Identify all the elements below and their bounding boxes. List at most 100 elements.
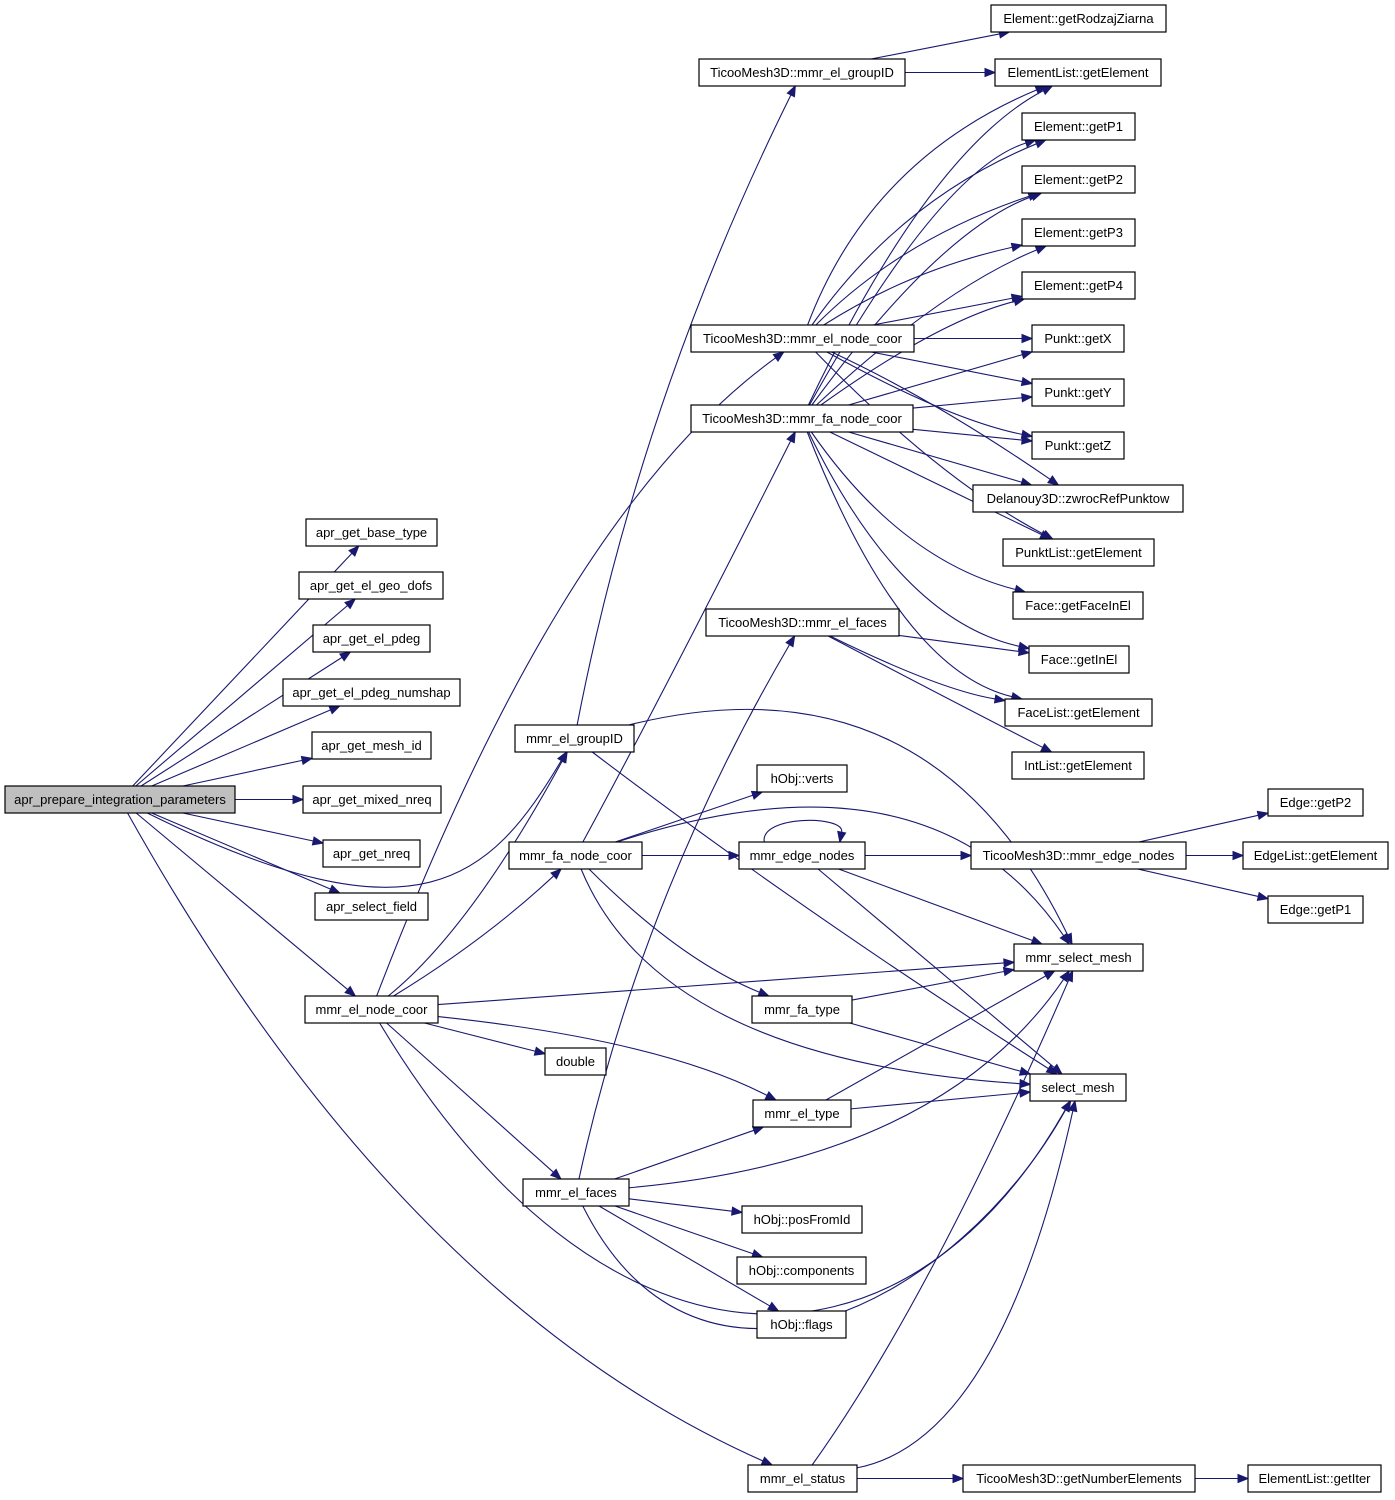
node-punkt-getz[interactable]: Punkt::getZ bbox=[1031, 431, 1125, 460]
arrowhead-Element_getP3 bbox=[1010, 242, 1024, 252]
node-apr-get-nreq[interactable]: apr_get_nreq bbox=[322, 839, 421, 868]
arrowhead-T_mmr_fa_node_coor bbox=[786, 430, 796, 444]
node-box bbox=[282, 678, 461, 707]
node-apr-get-mixed-nreq[interactable]: apr_get_mixed_nreq bbox=[302, 785, 442, 814]
node-apr-get-mesh-id[interactable]: apr_get_mesh_id bbox=[311, 731, 432, 760]
node-mmr-el-groupid[interactable]: mmr_el_groupID bbox=[514, 724, 635, 753]
arrowhead-apr_get_mesh_id bbox=[300, 755, 314, 766]
node-select-mesh[interactable]: select_mesh bbox=[1029, 1073, 1127, 1102]
node-t-getnumberelements[interactable]: TicooMesh3D::getNumberElements bbox=[962, 1464, 1196, 1493]
call-nodes: apr_prepare_integration_parameters apr_ge… bbox=[4, 4, 1389, 1493]
node-hobj-posfromid[interactable]: hObj::posFromId bbox=[741, 1205, 863, 1234]
node-apr-prepare-integration-parameters[interactable]: apr_prepare_integration_parameters bbox=[4, 785, 236, 814]
node-punktlist-getelement[interactable]: PunktList::getElement bbox=[1002, 538, 1155, 567]
node-label: TicooMesh3D::mmr_el_node_coor bbox=[703, 331, 903, 346]
edge-mmr_el_status-to-select_mesh bbox=[856, 1110, 1074, 1469]
arrowhead-Edge_getP2 bbox=[1256, 810, 1270, 821]
edge-T_mmr_fa_node_coor-to-Punkt_getX bbox=[848, 354, 1023, 406]
node-t-mmr-el-node-coor[interactable]: TicooMesh3D::mmr_el_node_coor bbox=[690, 324, 915, 353]
node-edgelist-getelement[interactable]: EdgeList::getElement bbox=[1242, 841, 1389, 870]
node-label: hObj::flags bbox=[770, 1317, 833, 1332]
node-intlist-getelement[interactable]: IntList::getElement bbox=[1011, 751, 1145, 780]
node-apr-get-base-type[interactable]: apr_get_base_type bbox=[305, 518, 438, 547]
edge-mmr_fa_node_coor-to-mmr_fa_type bbox=[588, 868, 760, 993]
edge-T_mmr_el_faces-to-IntList_getElement bbox=[827, 635, 1043, 748]
node-label: Element::getP3 bbox=[1034, 225, 1123, 240]
arrowhead-mmr_select_mesh bbox=[1003, 958, 1016, 968]
node-apr-get-el-pdeg-numshap[interactable]: apr_get_el_pdeg_numshap bbox=[282, 678, 461, 707]
node-elementlist-getiter[interactable]: ElementList::getIter bbox=[1247, 1464, 1382, 1493]
arrowhead-mmr_el_faces bbox=[549, 1168, 562, 1180]
arrowhead-apr_get_el_pdeg bbox=[339, 651, 352, 662]
node-hobj-flags[interactable]: hObj::flags bbox=[756, 1310, 847, 1339]
node-box bbox=[747, 1464, 858, 1493]
node-label: mmr_el_status bbox=[760, 1471, 846, 1486]
node-box bbox=[751, 995, 853, 1024]
node-box bbox=[741, 1205, 863, 1234]
node-apr-select-field[interactable]: apr_select_field bbox=[314, 892, 429, 921]
node-mmr-el-faces[interactable]: mmr_el_faces bbox=[522, 1178, 630, 1207]
node-box bbox=[738, 841, 866, 870]
node-label: Punkt::getY bbox=[1044, 385, 1112, 400]
node-t-mmr-el-faces[interactable]: TicooMesh3D::mmr_el_faces bbox=[705, 608, 900, 637]
node-delanouy3d-zwrocrefpunktow[interactable]: Delanouy3D::zwrocRefPunktow bbox=[972, 484, 1184, 513]
edge-apr_prepare_integration_parameters-to-apr_get_el_pdeg_numshap bbox=[151, 709, 331, 787]
node-hobj-components[interactable]: hObj::components bbox=[736, 1256, 867, 1285]
edge-apr_prepare_integration_parameters-to-apr_get_nreq bbox=[182, 812, 314, 842]
node-face-getinel[interactable]: Face::getInEl bbox=[1028, 645, 1130, 674]
node-box bbox=[752, 1099, 852, 1128]
node-element-getp2[interactable]: Element::getP2 bbox=[1021, 165, 1136, 194]
edge-mmr_el_faces-to-mmr_el_type bbox=[614, 1129, 755, 1180]
edge-T_mmr_el_groupID-to-Element_getRodzajZiarna bbox=[871, 33, 1000, 60]
node-t-mmr-edge-nodes[interactable]: TicooMesh3D::mmr_edge_nodes bbox=[970, 841, 1187, 870]
node-element-getp3[interactable]: Element::getP3 bbox=[1021, 218, 1136, 247]
node-apr-get-el-geo-dofs[interactable]: apr_get_el_geo_dofs bbox=[298, 571, 444, 600]
node-t-mmr-el-groupid[interactable]: TicooMesh3D::mmr_el_groupID bbox=[698, 58, 906, 87]
node-box bbox=[1267, 895, 1364, 924]
node-edge-getp1[interactable]: Edge::getP1 bbox=[1267, 895, 1364, 924]
node-mmr-edge-nodes[interactable]: mmr_edge_nodes bbox=[738, 841, 866, 870]
node-t-mmr-fa-node-coor[interactable]: TicooMesh3D::mmr_fa_node_coor bbox=[690, 404, 914, 433]
node-box bbox=[312, 624, 431, 653]
arrowhead-hObj_flags bbox=[766, 1301, 780, 1312]
arrowhead-apr_get_mixed_nreq bbox=[292, 794, 305, 805]
edge-mmr_el_node_coor-to-mmr_el_groupID bbox=[387, 760, 563, 997]
node-box bbox=[972, 484, 1184, 513]
edge-T_mmr_el_node_coor-to-Element_getP2 bbox=[815, 195, 1030, 326]
node-elementlist-getelement[interactable]: ElementList::getElement bbox=[994, 58, 1162, 87]
node-label: select_mesh bbox=[1042, 1080, 1115, 1095]
node-facelist-getelement[interactable]: FaceList::getElement bbox=[1004, 698, 1153, 727]
node-box bbox=[698, 58, 906, 87]
edge-apr_prepare_integration_parameters-to-apr_select_field bbox=[151, 812, 331, 890]
edge-mmr_el_node_coor-to-select_mesh bbox=[379, 1022, 1066, 1315]
edge-mmr_fa_node_coor-to-select_mesh bbox=[580, 868, 1021, 1085]
node-label: mmr_fa_type bbox=[764, 1002, 840, 1017]
node-mmr-el-status[interactable]: mmr_el_status bbox=[747, 1464, 858, 1493]
edge-T_mmr_el_node_coor-to-Delanouy3D_zwrocRefPunktow bbox=[831, 351, 1051, 480]
node-mmr-el-node-coor[interactable]: mmr_el_node_coor bbox=[304, 995, 439, 1024]
arrowhead-double bbox=[533, 1046, 547, 1056]
node-punkt-gety[interactable]: Punkt::getY bbox=[1031, 378, 1125, 407]
node-apr-get-el-pdeg[interactable]: apr_get_el_pdeg bbox=[312, 624, 431, 653]
node-label: EdgeList::getElement bbox=[1254, 848, 1378, 863]
node-edge-getp2[interactable]: Edge::getP2 bbox=[1267, 788, 1364, 817]
node-face-getfaceinel[interactable]: Face::getFaceInEl bbox=[1012, 591, 1144, 620]
node-box bbox=[1267, 788, 1364, 817]
node-label: mmr_el_node_coor bbox=[315, 1002, 428, 1017]
node-punkt-getx[interactable]: Punkt::getX bbox=[1031, 324, 1125, 353]
node-hobj-verts[interactable]: hObj::verts bbox=[756, 764, 848, 793]
node-element-getrodzajziarna[interactable]: Element::getRodzajZiarna bbox=[990, 4, 1167, 33]
node-double[interactable]: double bbox=[544, 1047, 607, 1076]
arrowhead-ElementList_getElement bbox=[1040, 85, 1054, 96]
node-label: Element::getRodzajZiarna bbox=[1003, 11, 1154, 26]
node-mmr-select-mesh[interactable]: mmr_select_mesh bbox=[1013, 943, 1144, 972]
node-mmr-el-type[interactable]: mmr_el_type bbox=[752, 1099, 852, 1128]
edge-mmr_el_node_coor-to-double bbox=[424, 1022, 536, 1052]
arrowhead-mmr_el_status bbox=[760, 1456, 774, 1466]
node-element-getp4[interactable]: Element::getP4 bbox=[1021, 271, 1136, 300]
node-mmr-fa-node-coor[interactable]: mmr_fa_node_coor bbox=[508, 841, 643, 870]
node-box bbox=[311, 731, 432, 760]
node-mmr-fa-type[interactable]: mmr_fa_type bbox=[751, 995, 853, 1024]
arrowhead-mmr_select_mesh bbox=[1059, 932, 1071, 946]
node-element-getp1[interactable]: Element::getP1 bbox=[1021, 112, 1136, 141]
